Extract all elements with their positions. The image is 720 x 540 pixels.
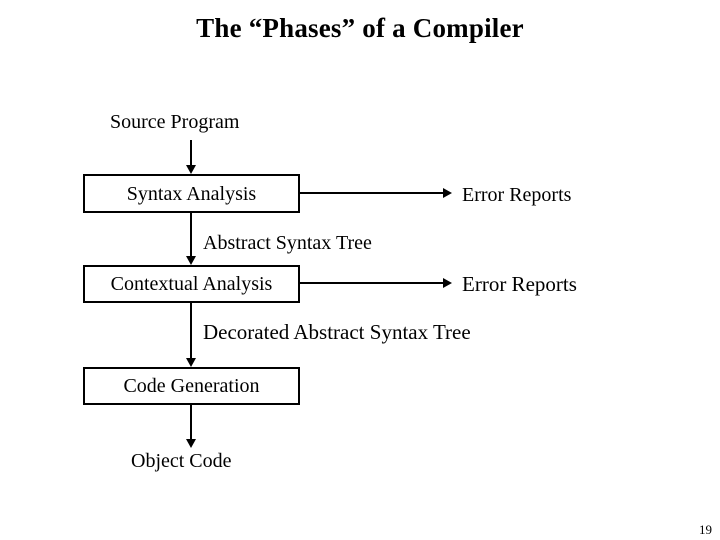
arrow-source-program-to-syntax-analysis bbox=[186, 140, 196, 174]
arrow-code-generation-to-object-code bbox=[186, 405, 196, 448]
label-error-reports-contextual: Error Reports bbox=[462, 272, 577, 296]
arrow-syntax-analysis-to-contextual-analysis bbox=[186, 213, 196, 265]
label-source-program: Source Program bbox=[110, 111, 240, 133]
label-object-code: Object Code bbox=[131, 450, 232, 472]
arrow-contextual-analysis-to-code-generation bbox=[186, 303, 196, 367]
stage-label-contextual-analysis: Contextual Analysis bbox=[110, 273, 273, 295]
arrow-contextual-analysis-to-error-reports bbox=[300, 278, 452, 288]
label-decorated-abstract-syntax-tree: Decorated Abstract Syntax Tree bbox=[203, 320, 471, 344]
arrow-syntax-analysis-to-error-reports bbox=[300, 188, 452, 198]
stage-label-syntax-analysis: Syntax Analysis bbox=[126, 182, 257, 205]
label-error-reports-syntax: Error Reports bbox=[462, 184, 572, 206]
stage-label-code-generation: Code Generation bbox=[123, 375, 260, 397]
label-abstract-syntax-tree: Abstract Syntax Tree bbox=[203, 232, 372, 254]
page-number: 19 bbox=[699, 522, 712, 537]
stage-box-code-generation[interactable]: Code Generation bbox=[83, 367, 300, 405]
page-title: The “Phases” of a Compiler bbox=[196, 13, 524, 43]
stage-box-syntax-analysis[interactable]: Syntax Analysis bbox=[83, 174, 300, 213]
stage-box-contextual-analysis[interactable]: Contextual Analysis bbox=[83, 265, 300, 303]
